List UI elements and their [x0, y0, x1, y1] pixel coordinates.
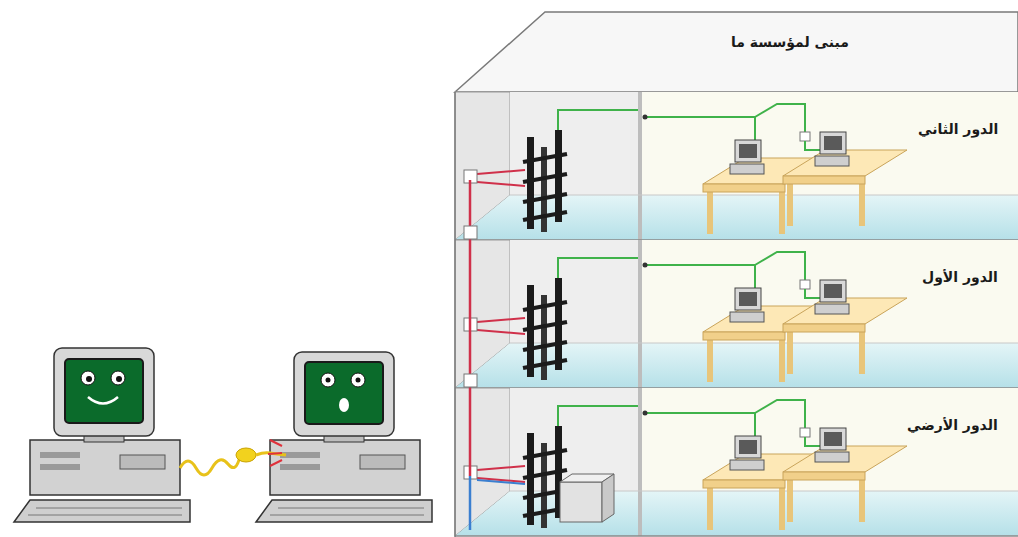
- floor-interior: [455, 240, 1018, 388]
- building-title: مبنى لمؤسسة ما: [727, 33, 853, 52]
- computer: [256, 352, 432, 522]
- cable: [180, 440, 286, 475]
- building-wall: [454, 92, 456, 537]
- riser-cable: [469, 180, 472, 476]
- backbone-cable: [477, 480, 525, 484]
- server-box: [560, 482, 602, 522]
- building: [455, 12, 1018, 537]
- server-box: [602, 474, 614, 522]
- floor-interior: [455, 388, 1018, 536]
- floor-band: الدور الأول: [455, 240, 1018, 388]
- connector: [464, 226, 477, 239]
- floor-interior: [455, 92, 1018, 240]
- floor-label: الدور الأرضي: [903, 416, 1002, 435]
- computer: [14, 348, 190, 522]
- roof: [455, 12, 1018, 92]
- floor-label: الدور الثاني: [914, 120, 1002, 139]
- floor-band: الدور الثاني: [455, 92, 1018, 240]
- backbone-cable: [469, 476, 472, 530]
- floor-band: الدور الأرضي: [455, 388, 1018, 536]
- building-outline: مبنى لمؤسسة ما الدور الثاني الدور الأول الد…: [455, 0, 1018, 537]
- floor-label: الدور الأول: [918, 268, 1002, 287]
- connector: [464, 374, 477, 387]
